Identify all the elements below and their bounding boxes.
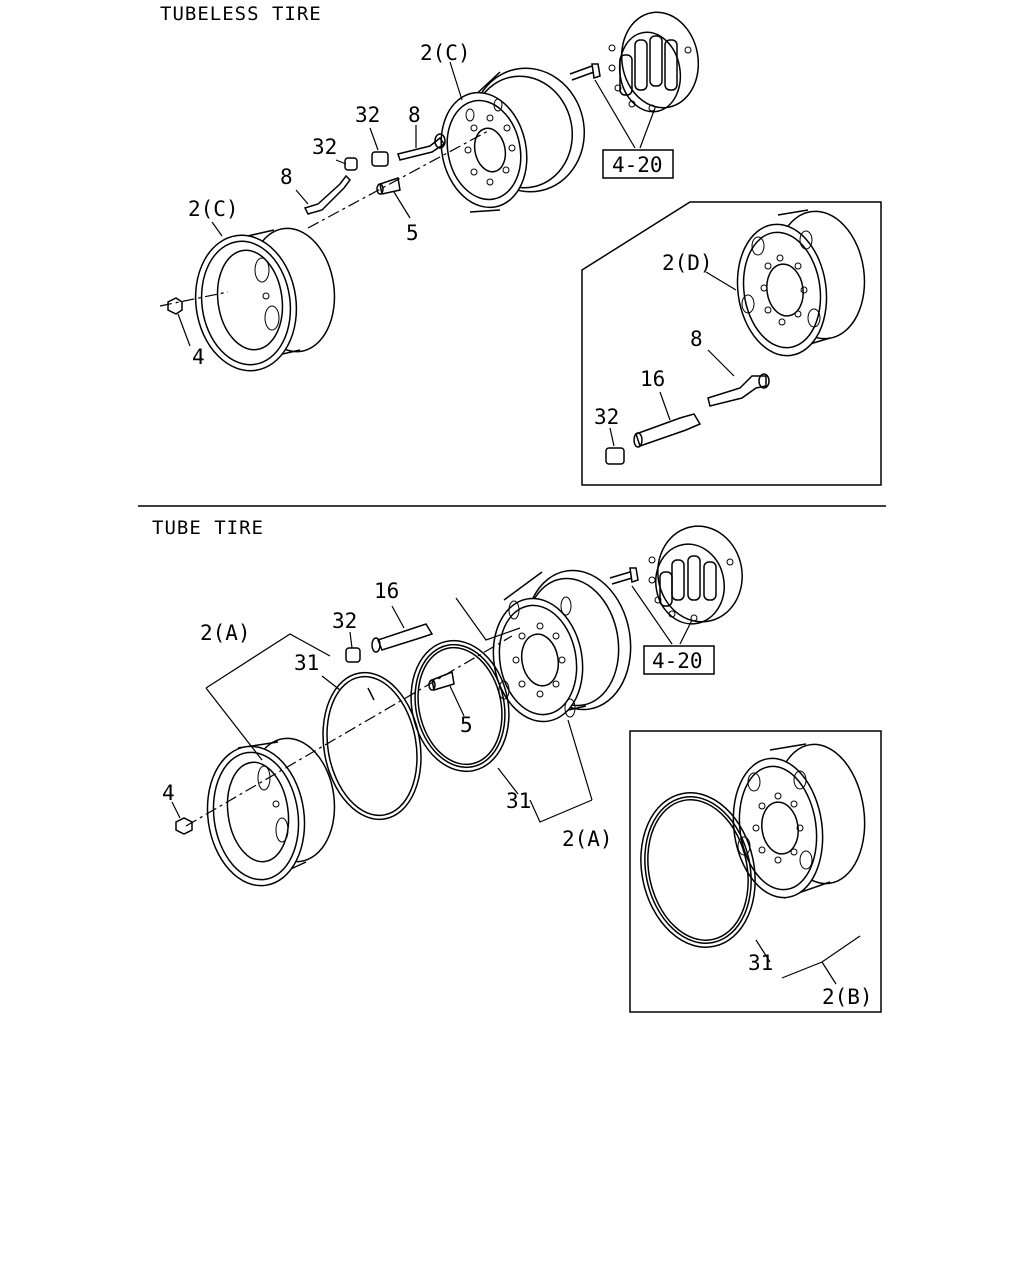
ref-box-4-20-lower: [643, 645, 715, 675]
callout-2a-bottom: 2(A): [562, 827, 613, 851]
callout-31-bottom: 31: [506, 789, 531, 813]
ref-4-20-upper: 4-20: [612, 153, 663, 177]
callout-32-b: 32: [312, 135, 337, 159]
callout-2c-top: 2(C): [420, 41, 471, 65]
valve-extension-8-inset: [707, 373, 770, 407]
tubeless-leaders: [159, 61, 491, 347]
callout-32-a: 32: [355, 103, 380, 127]
callout-32-inset: 32: [594, 405, 619, 429]
valve-stem-16-tube: [371, 623, 434, 653]
callout-16-inset: 16: [640, 367, 665, 391]
wheel-2a-left: [206, 737, 336, 887]
callout-8-inset: 8: [690, 327, 703, 351]
callout-4: 4: [192, 345, 205, 369]
lock-ring-31-left: [322, 671, 422, 821]
side-ring-31-middle: [410, 639, 510, 773]
callout-2c-left: 2(C): [188, 197, 239, 221]
valve-cap-32-tube: [345, 647, 361, 663]
tube-leaders: [171, 597, 593, 827]
callout-31-inset: 31: [748, 951, 773, 975]
callout-32-tube: 32: [332, 609, 357, 633]
valve-5-tubeless: [376, 177, 401, 195]
callout-4-tube: 4: [162, 781, 175, 805]
callout-8-a: 8: [408, 103, 421, 127]
hub-upper: [569, 11, 700, 113]
nut-4-tubeless: [167, 297, 183, 315]
callout-2b: 2(B): [822, 985, 873, 1009]
callout-8-b: 8: [280, 165, 293, 189]
callout-16-tube: 16: [374, 579, 399, 603]
callout-2d: 2(D): [662, 251, 713, 275]
inset-tubeless: 2(D) 8 16 32: [581, 201, 882, 486]
valve-extension-8-left: [303, 174, 351, 215]
wheel-2b: [732, 743, 866, 899]
wheel-2c-left: [194, 227, 336, 372]
tubeless-section-title: TUBELESS TIRE: [160, 3, 322, 25]
inset-tube: 31 2(B): [629, 730, 882, 1013]
wheel-2a-right: [492, 569, 632, 723]
ref-box-4-20-upper: [602, 149, 674, 179]
ref-4-20-lower: 4-20: [652, 649, 703, 673]
leader-4-20-lower: [631, 585, 693, 645]
callout-2a-top: 2(A): [200, 621, 251, 645]
callout-5: 5: [406, 221, 419, 245]
valve-cap-32-inset: [605, 447, 625, 465]
valve-extension-8-upper: [397, 133, 446, 161]
side-ring-31-inset: [640, 792, 756, 948]
wheel-2d: [736, 209, 866, 357]
hub-lower: [609, 525, 743, 625]
valve-cap-32-upper: [371, 151, 389, 167]
wheel-2c-upper: [440, 67, 586, 213]
leader-4-20-upper: [594, 79, 656, 149]
tube-section-title: TUBE TIRE: [152, 517, 264, 539]
nut-4-tube: [175, 817, 193, 835]
valve-stem-16-inset: [633, 413, 702, 448]
callout-5-tube: 5: [460, 713, 473, 737]
callout-31-top: 31: [294, 651, 319, 675]
valve-cap-32-mid: [344, 157, 358, 171]
